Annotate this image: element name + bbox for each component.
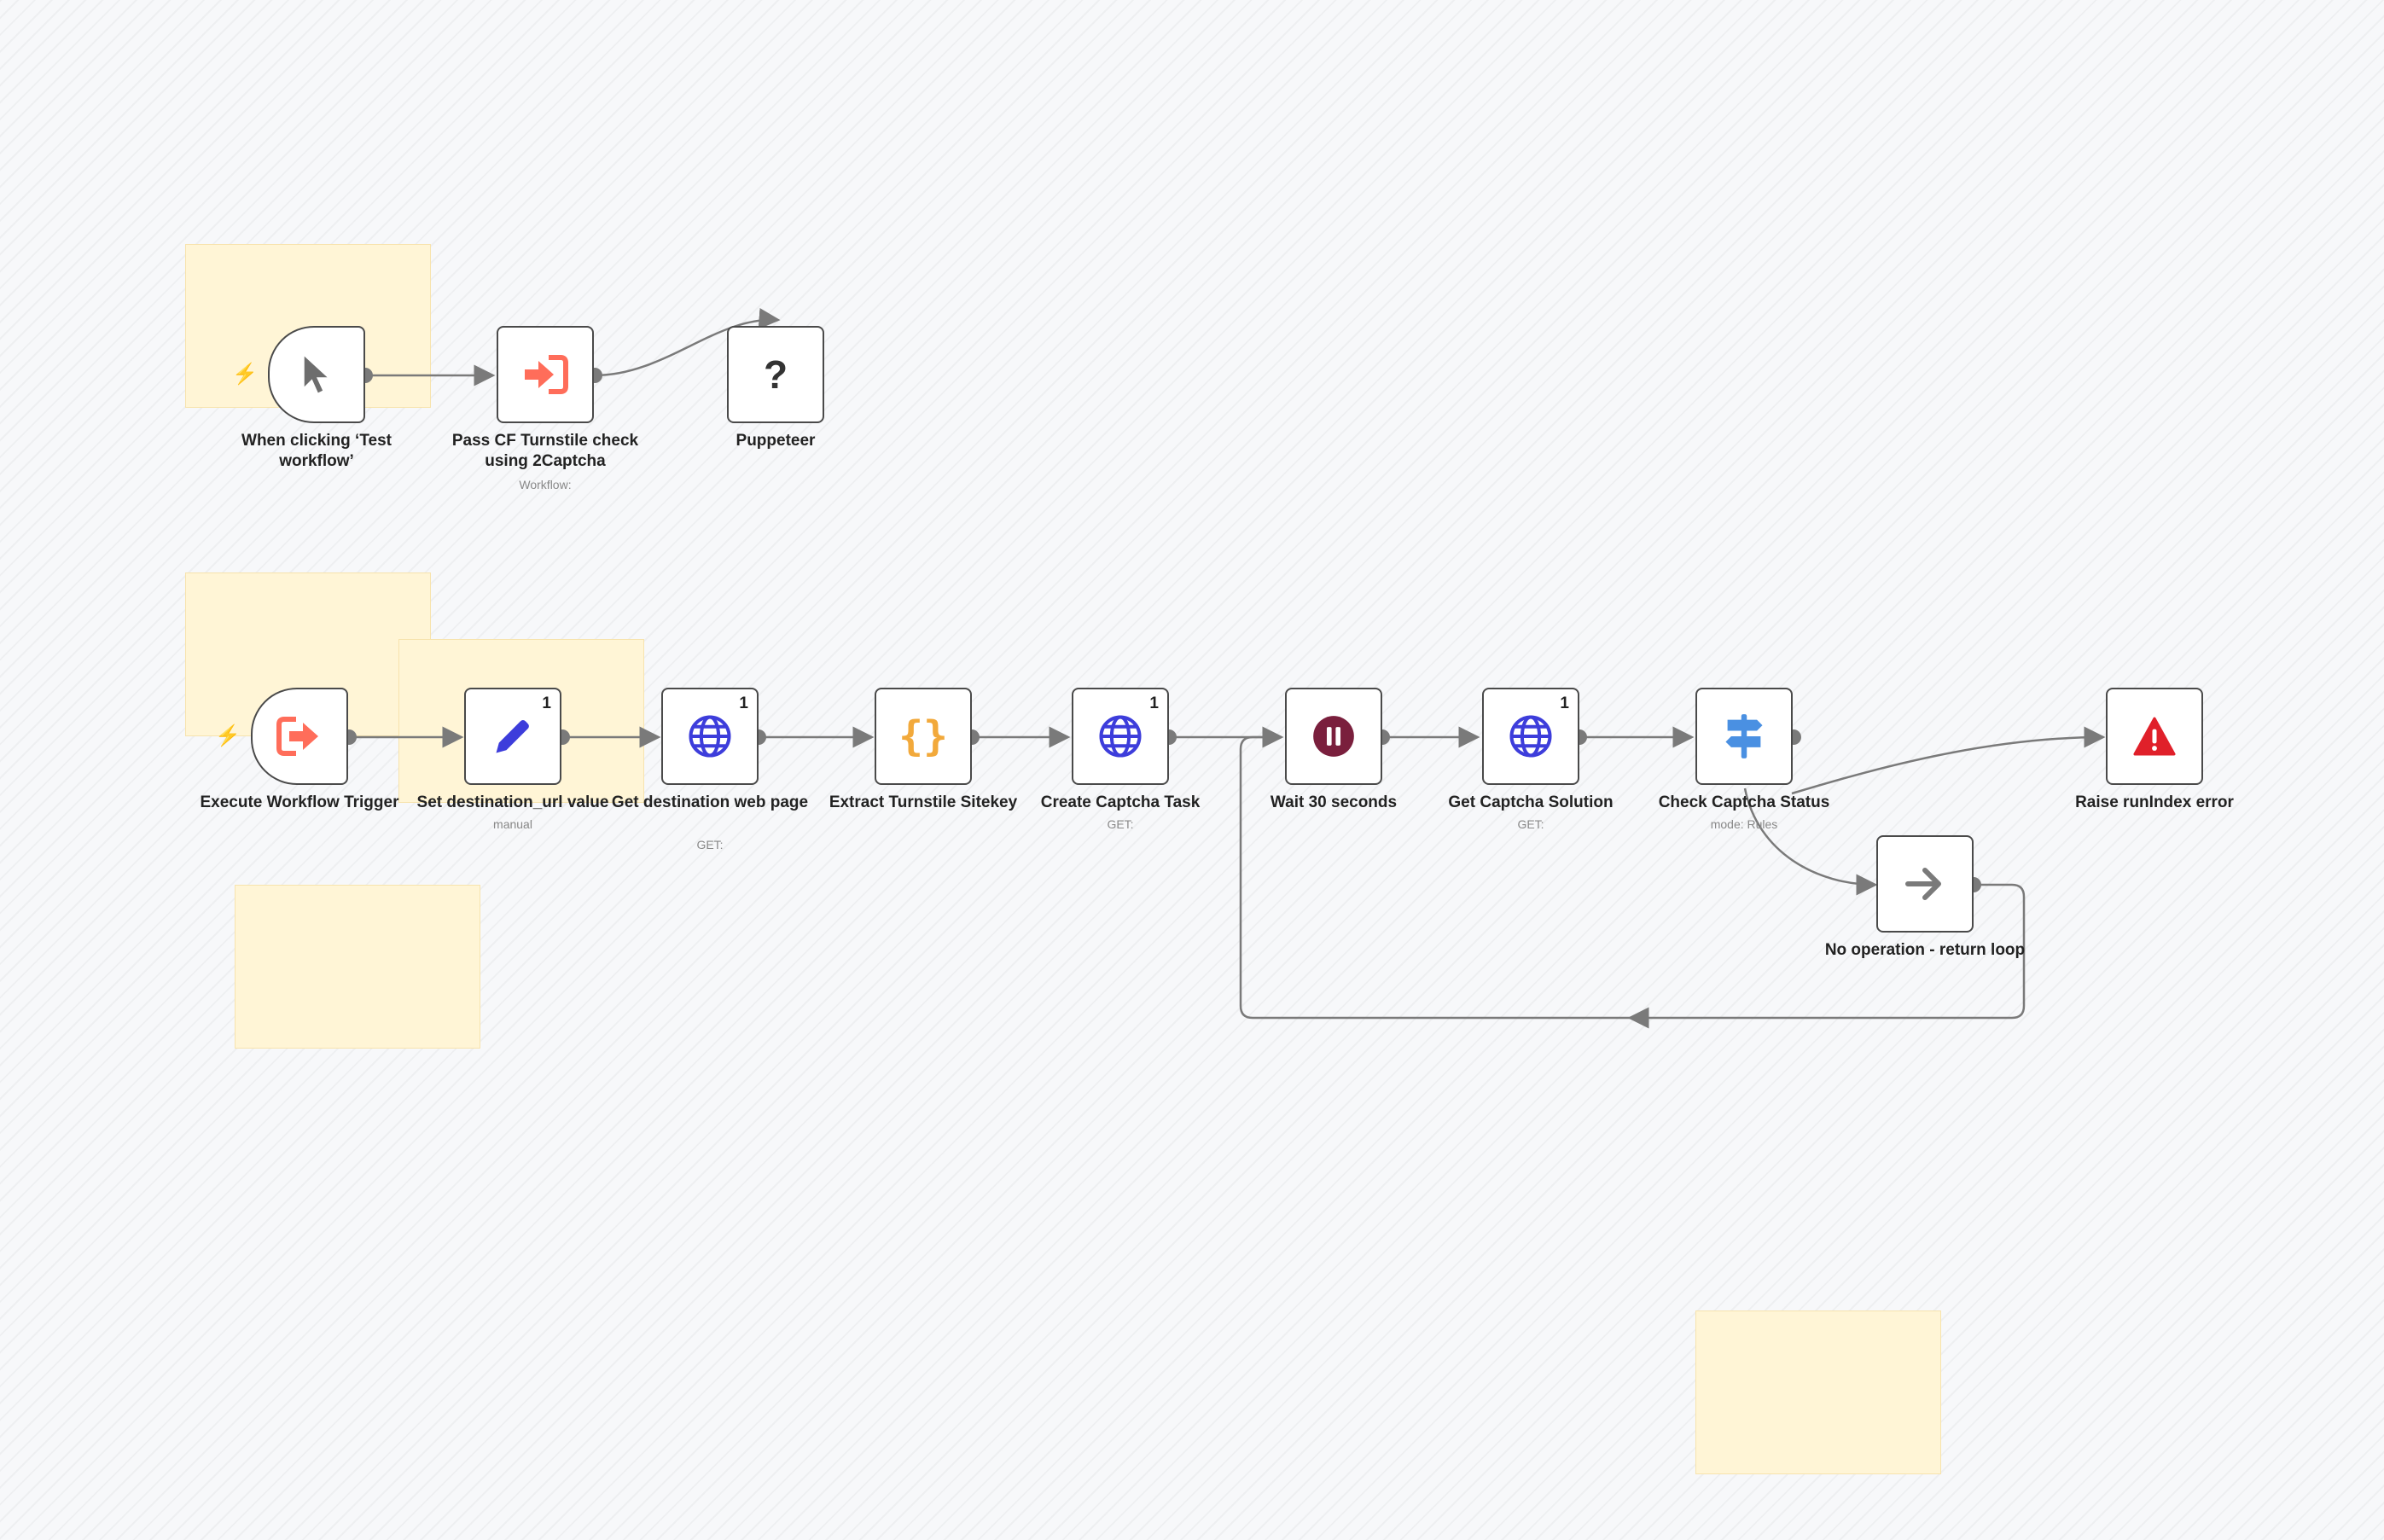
- node-label: Create Captcha Task: [1040, 793, 1201, 811]
- connection: [594, 307, 781, 377]
- globe-icon: [1509, 715, 1552, 758]
- warning-icon: [2133, 717, 2176, 756]
- node-subtitle: GET:: [1517, 817, 1544, 831]
- connection: [1791, 726, 2106, 795]
- node-subtitle: GET:: [1107, 817, 1134, 831]
- run-count-badge: 1: [1560, 694, 1569, 712]
- node-label: Extract Turnstile Sitekey: [829, 793, 1018, 811]
- node-wait[interactable]: [1285, 688, 1382, 785]
- sign-in-icon: [525, 355, 568, 394]
- pause-icon: [1313, 716, 1354, 757]
- question-icon: ?: [763, 352, 788, 397]
- node-label: Execute Workflow Trigger: [200, 793, 399, 811]
- globe-icon: [1099, 715, 1142, 758]
- run-count-badge: 1: [739, 694, 748, 712]
- trigger-bolt-icon: ⚡: [232, 363, 258, 386]
- node-label: No operation - return loop: [1824, 941, 2026, 959]
- node-check-status[interactable]: [1695, 688, 1793, 785]
- cursor-icon: [304, 356, 328, 393]
- node-extract-sitekey[interactable]: {}: [875, 688, 972, 785]
- run-count-badge: 1: [1149, 694, 1159, 712]
- node-label: Get destination web page: [611, 793, 809, 811]
- node-set-destination[interactable]: 1: [464, 688, 561, 785]
- connection: [1743, 787, 1878, 896]
- signpost-icon: [1725, 714, 1763, 758]
- globe-icon: [689, 715, 731, 758]
- node-create-task[interactable]: 1: [1072, 688, 1169, 785]
- node-manual-trigger[interactable]: [268, 326, 365, 423]
- node-get-page[interactable]: 1: [661, 688, 759, 785]
- node-label: Check Captcha Status: [1658, 793, 1830, 811]
- node-pass-cf[interactable]: [497, 326, 594, 423]
- pencil-icon: [496, 720, 529, 753]
- sign-out-icon: [276, 717, 318, 756]
- node-noop[interactable]: [1876, 835, 1974, 933]
- braces-icon: {}: [898, 712, 948, 760]
- arrow-right-icon: [1905, 868, 1941, 900]
- node-label: Get Captcha Solution: [1448, 793, 1614, 811]
- node-subtitle: mode: Rules: [1710, 817, 1778, 831]
- node-subtitle: Workflow:: [519, 478, 572, 491]
- node-label: Set destination_url value: [416, 793, 609, 811]
- node-label: When clicking ‘Test workflow’: [241, 432, 392, 470]
- sticky-note[interactable]: [1695, 1310, 1941, 1474]
- node-exec-trigger[interactable]: [251, 688, 348, 785]
- node-subtitle: GET:: [696, 838, 724, 851]
- node-subtitle: manual: [493, 817, 532, 831]
- node-puppeteer[interactable]: ?: [727, 326, 824, 423]
- sticky-note[interactable]: [235, 885, 480, 1049]
- node-label: Raise runIndex error: [2075, 793, 2234, 811]
- node-label: Wait 30 seconds: [1270, 793, 1398, 811]
- run-count-badge: 1: [542, 694, 551, 712]
- node-get-solution[interactable]: 1: [1482, 688, 1579, 785]
- node-raise-error[interactable]: [2106, 688, 2203, 785]
- node-label: Puppeteer: [736, 432, 816, 450]
- trigger-bolt-icon: ⚡: [215, 724, 241, 747]
- node-label: Pass CF Turnstile check using 2Captcha: [451, 432, 639, 470]
